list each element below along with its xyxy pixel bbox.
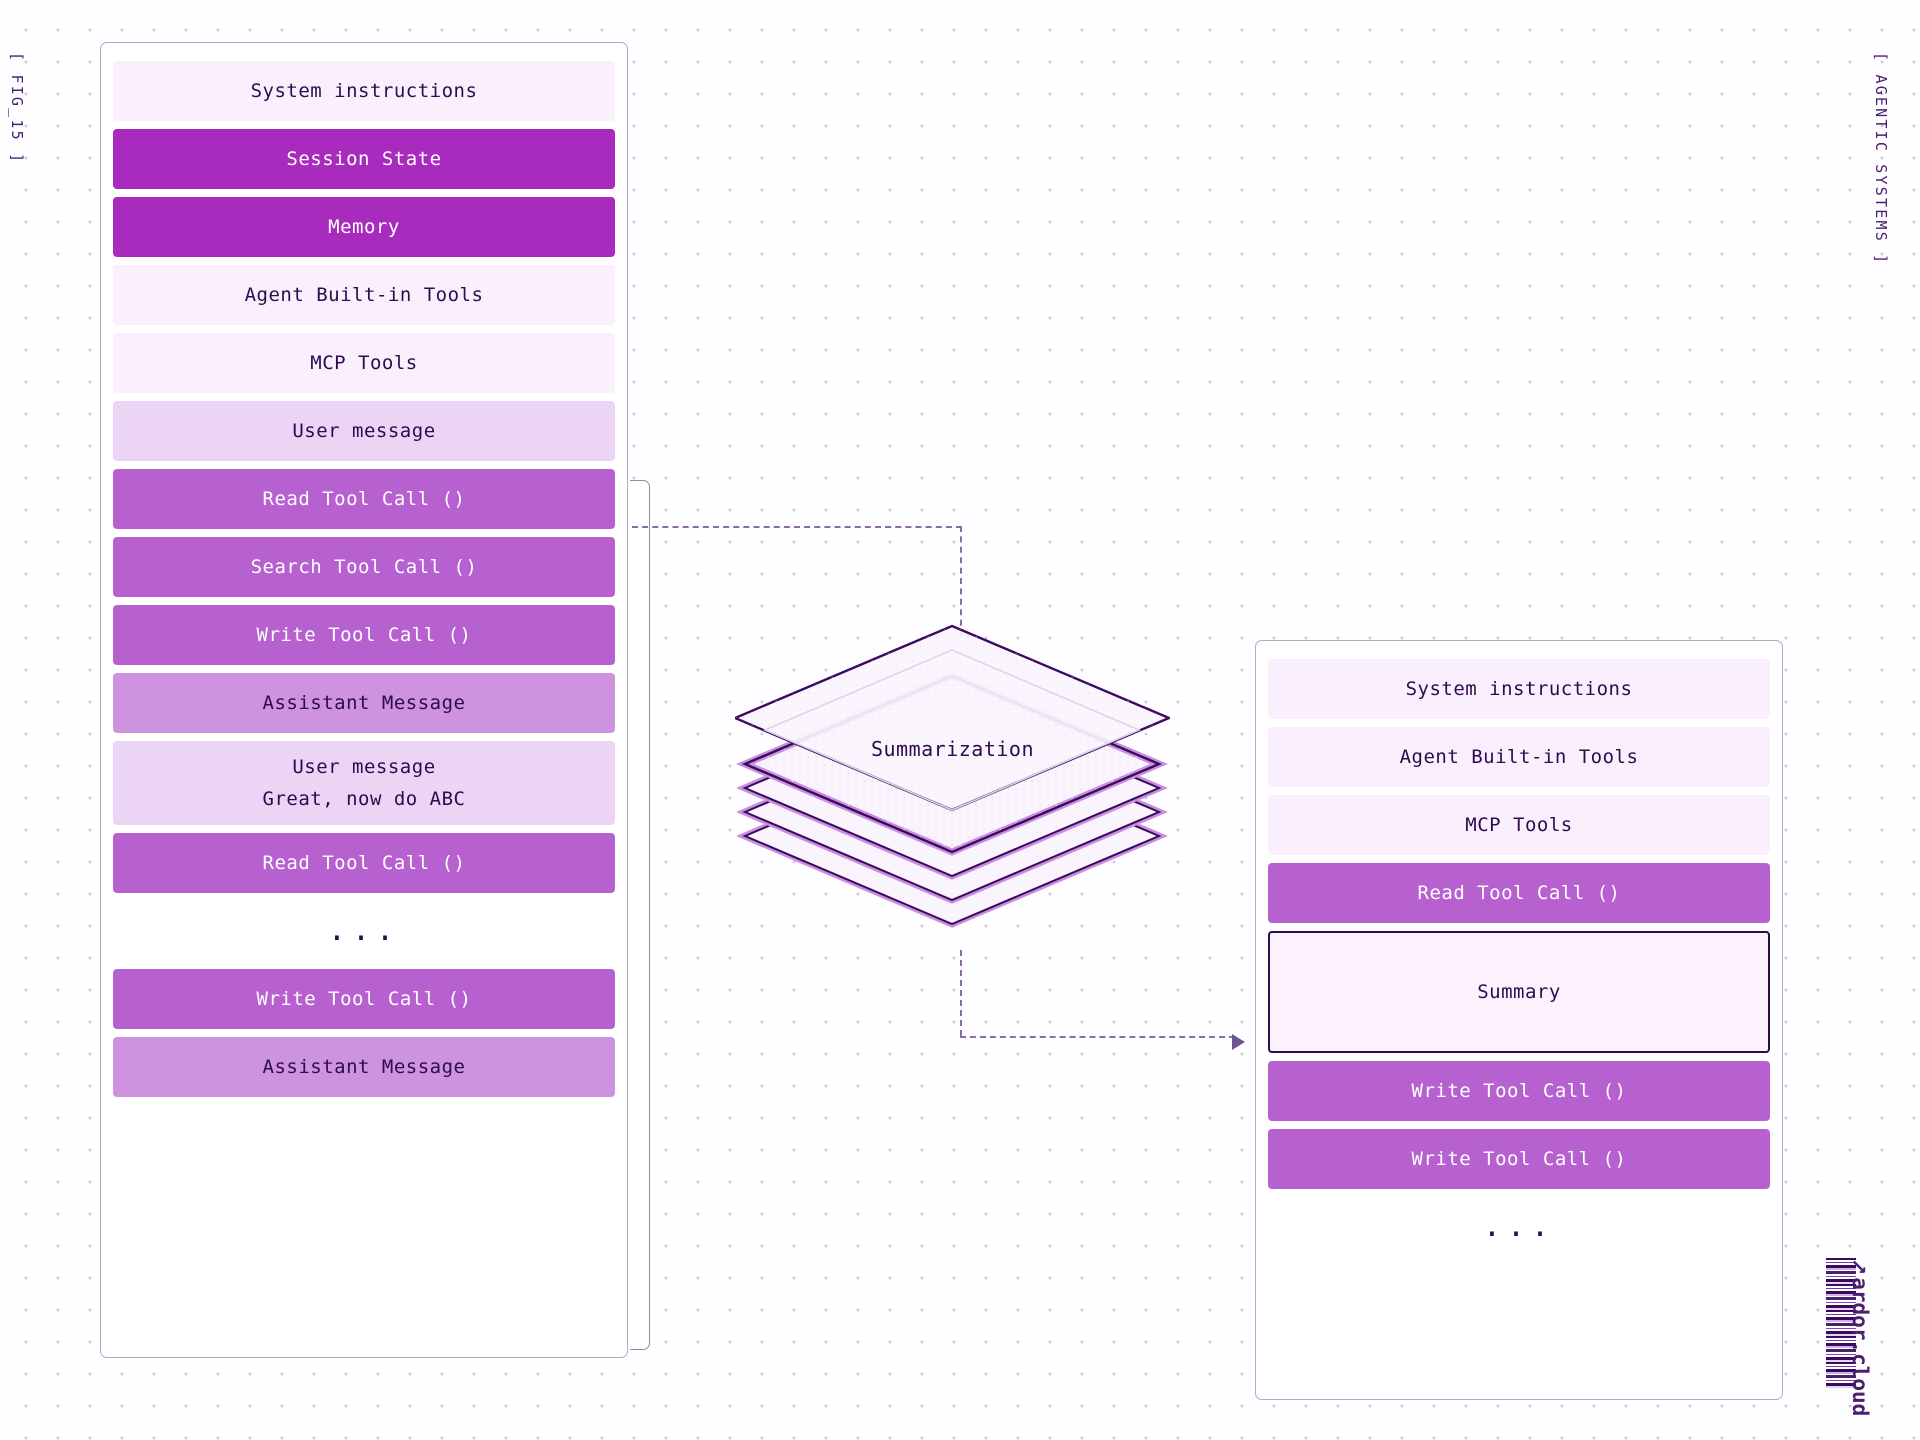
context-row[interactable]: Agent Built-in Tools bbox=[113, 265, 615, 325]
context-row[interactable]: Session State bbox=[113, 129, 615, 189]
context-row[interactable]: Write Tool Call () bbox=[113, 605, 615, 665]
context-row[interactable]: Read Tool Call () bbox=[113, 469, 615, 529]
context-row-label: Search Tool Call () bbox=[250, 556, 478, 578]
context-row[interactable]: Assistant Message bbox=[113, 673, 615, 733]
context-row-label: ... bbox=[1482, 1209, 1556, 1244]
context-row[interactable]: Write Tool Call () bbox=[1268, 1129, 1770, 1189]
brand-name: ⟶ardor.cloud bbox=[1846, 1253, 1873, 1417]
brand-name-text: ardor.cloud bbox=[1848, 1277, 1872, 1417]
context-row[interactable]: Search Tool Call () bbox=[113, 537, 615, 597]
context-row[interactable]: Summary bbox=[1268, 931, 1770, 1053]
context-row[interactable]: MCP Tools bbox=[1268, 795, 1770, 855]
connector-segment-top bbox=[632, 526, 962, 528]
context-row[interactable]: System instructions bbox=[113, 61, 615, 121]
connector-segment-down-to-stack bbox=[960, 526, 962, 636]
context-row[interactable]: Read Tool Call () bbox=[113, 833, 615, 893]
context-row[interactable]: Write Tool Call () bbox=[113, 969, 615, 1029]
connector-segment-to-summary bbox=[960, 1036, 1235, 1038]
context-row-label: User message bbox=[292, 756, 436, 778]
context-row-label: Read Tool Call () bbox=[262, 488, 466, 510]
barcode-icon bbox=[1826, 1258, 1856, 1388]
context-row-label: Assistant Message bbox=[262, 692, 466, 714]
context-row-sublabel: Great, now do ABC bbox=[262, 788, 466, 810]
list-ellipsis: ... bbox=[1268, 1197, 1770, 1257]
figure-label: [ FIG_15 ] bbox=[8, 52, 26, 165]
context-window-backsheet bbox=[630, 480, 650, 1350]
context-row-label: Write Tool Call () bbox=[1411, 1148, 1627, 1170]
context-row-label: Write Tool Call () bbox=[256, 988, 472, 1010]
context-row-label: Summary bbox=[1477, 981, 1561, 1003]
context-row-label: Session State bbox=[286, 148, 442, 170]
context-row-label: Write Tool Call () bbox=[1411, 1080, 1627, 1102]
section-label: [ AGENTIC SYSTEMS ] bbox=[1872, 52, 1890, 266]
context-row-label: MCP Tools bbox=[1465, 814, 1573, 836]
context-row[interactable]: System instructions bbox=[1268, 659, 1770, 719]
connector-segment-down-from-stack bbox=[960, 950, 962, 1036]
context-row[interactable]: Memory bbox=[113, 197, 615, 257]
context-row-label: System instructions bbox=[250, 80, 478, 102]
list-ellipsis: ... bbox=[113, 901, 615, 961]
context-row[interactable]: Write Tool Call () bbox=[1268, 1061, 1770, 1121]
context-row[interactable]: Read Tool Call () bbox=[1268, 863, 1770, 923]
summarization-process-node[interactable]: Summarization bbox=[731, 620, 1173, 960]
context-row[interactable]: User message bbox=[113, 401, 615, 461]
context-row-label: Agent Built-in Tools bbox=[244, 284, 484, 306]
context-row-label: User message bbox=[292, 420, 436, 442]
context-row-label: Read Tool Call () bbox=[262, 852, 466, 874]
arrowhead-icon bbox=[1232, 1034, 1245, 1050]
context-row[interactable]: Assistant Message bbox=[113, 1037, 615, 1097]
context-row-label: Read Tool Call () bbox=[1417, 882, 1621, 904]
context-row[interactable]: Agent Built-in Tools bbox=[1268, 727, 1770, 787]
brand-mark: ⟶ardor.cloud bbox=[1826, 1253, 1920, 1416]
context-row-label: Assistant Message bbox=[262, 1056, 466, 1078]
context-row-label: ... bbox=[327, 913, 401, 948]
context-row[interactable]: MCP Tools bbox=[113, 333, 615, 393]
context-row-label: MCP Tools bbox=[310, 352, 418, 374]
context-row-label: System instructions bbox=[1405, 678, 1633, 700]
stacked-layers-icon bbox=[731, 624, 1173, 928]
context-row-label: Write Tool Call () bbox=[256, 624, 472, 646]
context-row-label: Agent Built-in Tools bbox=[1399, 746, 1639, 768]
context-row-label: Memory bbox=[328, 216, 400, 238]
